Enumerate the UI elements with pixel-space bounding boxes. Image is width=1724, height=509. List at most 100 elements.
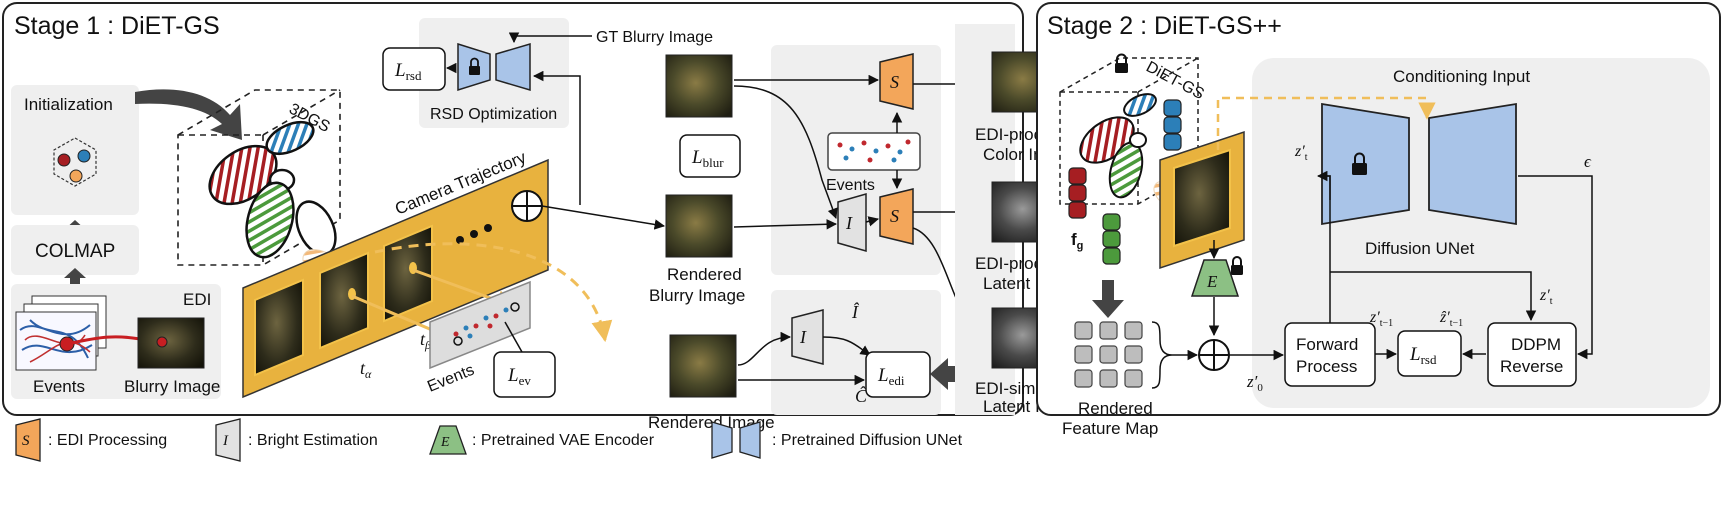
loss-ev-box xyxy=(493,351,556,398)
ddpm-reverse-box xyxy=(1487,322,1577,387)
legend-bright: I : Bright Estimation xyxy=(215,418,378,462)
ztm1-label: z′t−1 xyxy=(1369,309,1393,329)
dietgs-lock-icon xyxy=(1115,53,1128,73)
film-frame-1 xyxy=(254,278,304,377)
events-label-left: Events xyxy=(33,377,85,396)
feature-stack-green xyxy=(1102,213,1121,265)
edi-processing-s-top: S xyxy=(879,53,914,110)
i-hat-label: Î xyxy=(851,301,860,322)
events-card-bottom xyxy=(429,280,531,370)
loss-rsd-box-stage2 xyxy=(1397,330,1462,377)
ddpm-label-2: Reverse xyxy=(1500,357,1563,376)
gt-to-rsd-arrow xyxy=(508,32,592,44)
events-label-mid: Events xyxy=(826,177,875,194)
forward-label-2: Process xyxy=(1296,357,1357,376)
c-hat-label: Ĉ xyxy=(855,385,868,406)
vae-encoder-icon: E xyxy=(1190,259,1240,297)
vae-lock-icon xyxy=(1231,256,1243,275)
s2-gaussian-blue xyxy=(1123,93,1157,117)
blurry-image-thumb xyxy=(137,317,205,369)
film-frame-3 xyxy=(383,224,433,323)
event-dots-mid xyxy=(837,139,911,163)
zt-up-arrow xyxy=(1316,170,1331,200)
svg-text:: Pretrained Diffusion UNet: : Pretrained Diffusion UNet xyxy=(772,432,963,449)
rendered-blurry-image xyxy=(665,194,733,258)
feature-map-label-2: Feature Map xyxy=(1062,419,1158,438)
init-label: Initialization xyxy=(24,95,113,114)
feature-map-grid xyxy=(1074,321,1143,388)
ddpm-label-1: DDPM xyxy=(1511,335,1561,354)
svg-text:: Bright Estimation: : Bright Estimation xyxy=(248,432,378,449)
z0-label: z′0 xyxy=(1246,372,1263,394)
edi-processing-s-bottom: S xyxy=(879,188,914,245)
feature-stack-blue xyxy=(1163,99,1182,151)
event-dots-bottom xyxy=(453,302,520,346)
s2-gaussian-small xyxy=(1129,132,1147,148)
rsd-unet-icon xyxy=(457,42,531,92)
svg-text:E: E xyxy=(440,435,450,450)
gtblurry-to-s-arrow xyxy=(733,85,838,219)
feature-stack-red xyxy=(1068,167,1087,219)
sum-to-rendered-blurry xyxy=(541,205,666,230)
rendered-to-i-bottom xyxy=(737,331,792,366)
svg-text:S: S xyxy=(890,206,899,226)
feature-map-label-1: Rendered xyxy=(1078,399,1153,418)
event-frames-icon xyxy=(15,295,107,371)
svg-text:E: E xyxy=(1206,272,1218,291)
edi-input-label: EDI xyxy=(183,290,211,309)
dashed-yellow-to-rendered xyxy=(374,242,613,343)
fg-label: fg xyxy=(1071,230,1083,252)
i-to-ledi xyxy=(822,336,871,356)
ztm1-hat-label: ẑ′t−1 xyxy=(1439,309,1463,329)
events-to-lev xyxy=(504,321,523,353)
stage2-title: Stage 2 : DiET-GS++ xyxy=(1047,12,1282,40)
colmap-panel xyxy=(11,225,139,275)
loss-rsd-stage1: Lrsd xyxy=(394,60,422,83)
sum-operator-icon xyxy=(511,190,543,222)
film-ellipsis-icon xyxy=(456,224,492,244)
init-panel xyxy=(11,85,139,215)
t-beta: tβ xyxy=(420,329,431,352)
loss-rsd-stage2: Lrsd xyxy=(1409,344,1437,367)
unet-to-ddpm-eps xyxy=(1518,175,1593,360)
svg-text:I: I xyxy=(845,213,853,233)
svg-text:S: S xyxy=(22,433,30,449)
t-alpha: tα xyxy=(360,358,372,381)
gaussian-green xyxy=(245,181,295,259)
stage2-frame-image xyxy=(1173,148,1231,248)
epsilon-label: ϵ xyxy=(1584,152,1592,171)
svg-text:: Pretrained VAE Encoder: : Pretrained VAE Encoder xyxy=(472,432,655,449)
down-arrow-feature-icon xyxy=(1092,280,1124,318)
init-to-3dgs-arrow-icon xyxy=(135,89,242,140)
loss-edi: Ledi xyxy=(877,365,905,388)
gt-blurry-image xyxy=(665,54,733,118)
sum-operator-stage2-icon xyxy=(1198,339,1230,371)
stage1-title: Stage 1 : DiET-GS xyxy=(14,12,220,40)
legend-vae: E : Pretrained VAE Encoder xyxy=(429,425,655,455)
zt-left-label: z′t xyxy=(1294,143,1308,163)
loss-ev: Lev xyxy=(507,365,531,388)
init-pointcloud-icon xyxy=(53,137,97,187)
zt-to-ddpm xyxy=(1330,271,1537,322)
colmap-label: COLMAP xyxy=(35,241,115,262)
zt-right-label: z′t xyxy=(1539,287,1553,307)
diffusion-unet-icon xyxy=(1321,102,1517,226)
up-arrow-2-icon xyxy=(64,268,86,286)
rsd-panel xyxy=(419,18,569,128)
film-frame-2 xyxy=(319,251,369,350)
gaussian-blue xyxy=(265,120,315,156)
legend-edi: S : EDI Processing xyxy=(15,418,167,462)
forward-label-1: Forward xyxy=(1296,335,1358,354)
blurry-image-label: Blurry Image xyxy=(124,377,220,396)
gaussians-3dgs xyxy=(177,89,341,266)
i-to-s-bottom xyxy=(865,216,880,227)
conditioning-label: Conditioning Input xyxy=(1393,67,1530,86)
rendered-to-i xyxy=(733,219,838,230)
legend-unet: : Pretrained Diffusion UNet xyxy=(711,421,963,459)
svg-text:: EDI Processing: : EDI Processing xyxy=(48,432,167,449)
diffusion-unet-label: Diffusion UNet xyxy=(1365,239,1475,258)
svg-text:S: S xyxy=(890,72,899,92)
sum-to-rsd-arrow xyxy=(532,70,581,205)
bright-estimation-mid: I xyxy=(837,193,867,252)
